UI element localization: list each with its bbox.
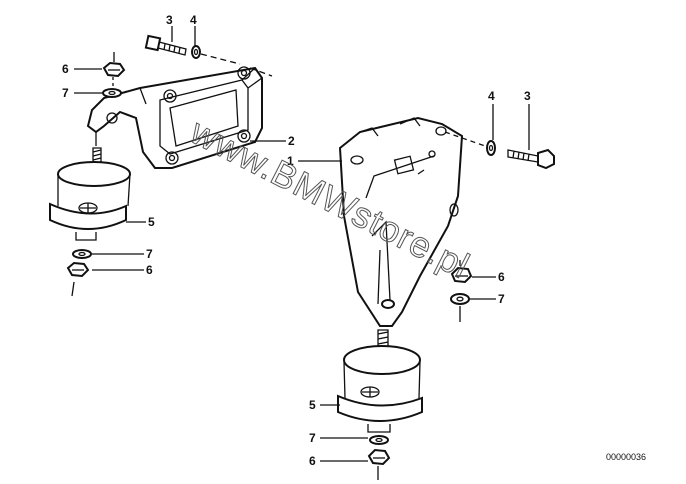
callout-left-top-lockwasher: 7 xyxy=(62,86,69,100)
callout-numbers: 3 4 6 7 2 5 7 6 1 4 3 6 7 5 7 6 xyxy=(62,13,531,468)
left-bottom-nut xyxy=(66,261,90,278)
left-bolt xyxy=(144,34,187,56)
right-bottom-nut xyxy=(367,448,391,466)
right-side-nut xyxy=(450,266,473,284)
callout-left-bottom-lockwasher: 7 xyxy=(146,247,153,261)
callout-right-bottom-lockwasher: 7 xyxy=(309,431,316,445)
callout-right-bracket: 1 xyxy=(287,154,294,168)
callout-left-mount: 5 xyxy=(148,215,155,229)
callout-right-washer: 4 xyxy=(488,89,495,103)
reference-number: 00000036 xyxy=(606,452,646,462)
right-bolt xyxy=(507,148,555,170)
callout-left-washer: 4 xyxy=(190,13,197,27)
right-washer xyxy=(486,140,496,156)
callout-left-top-nut: 6 xyxy=(62,62,69,76)
left-washer xyxy=(191,45,201,59)
callout-right-side-lockwasher: 7 xyxy=(498,292,505,306)
callout-right-side-nut: 6 xyxy=(498,270,505,284)
left-bracket xyxy=(86,66,263,169)
right-side-lockwasher xyxy=(450,293,470,305)
callout-left-bolt: 3 xyxy=(166,13,173,27)
callout-right-bolt: 3 xyxy=(524,89,531,103)
callout-right-mount: 5 xyxy=(309,398,316,412)
right-bottom-lockwasher xyxy=(369,435,389,445)
left-bottom-lockwasher xyxy=(72,249,92,259)
right-bracket xyxy=(338,116,464,327)
callout-right-bottom-nut: 6 xyxy=(309,454,316,468)
callout-left-bottom-nut: 6 xyxy=(146,263,153,277)
right-rubber-mount xyxy=(337,329,423,433)
left-top-nut xyxy=(102,61,126,78)
callout-left-bracket: 2 xyxy=(288,134,295,148)
left-rubber-mount xyxy=(49,147,131,241)
leader-lines xyxy=(74,26,530,462)
left-top-lockwasher xyxy=(102,88,122,98)
